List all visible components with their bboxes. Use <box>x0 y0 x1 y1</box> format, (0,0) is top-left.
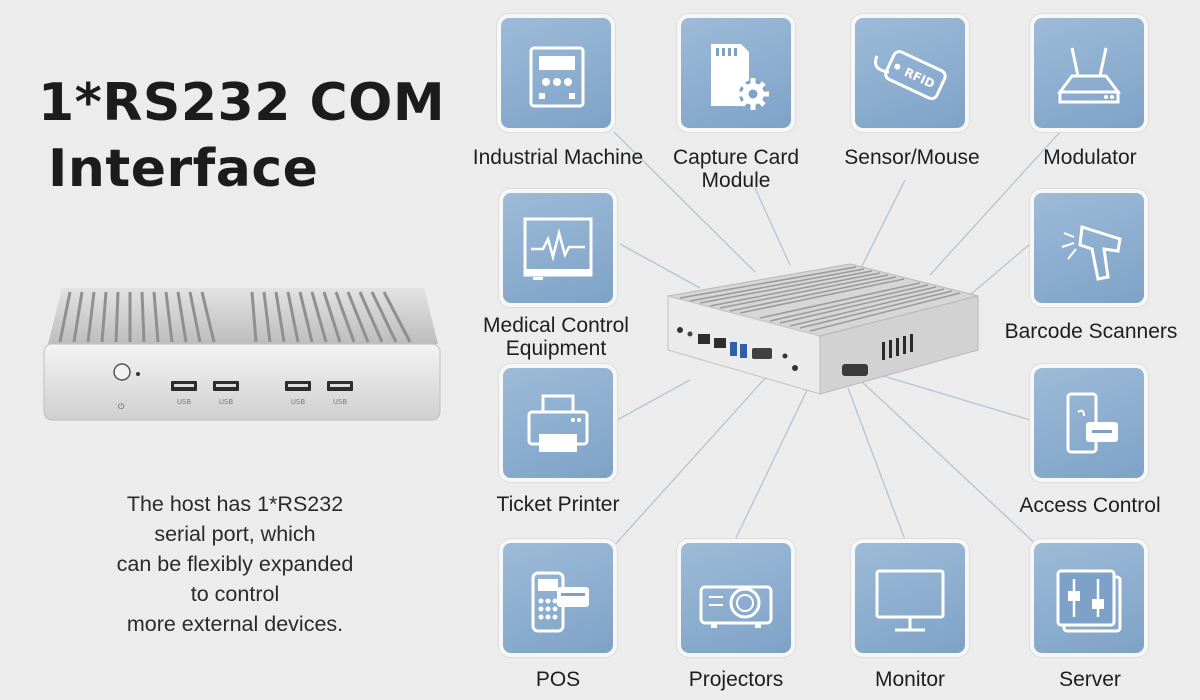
description: The host has 1*RS232 serial port, which … <box>60 489 410 639</box>
svg-text:⏻: ⏻ <box>118 402 125 411</box>
medical-control-tile <box>499 189 617 307</box>
page-title: 1*RS232 COM Interface <box>38 70 445 202</box>
description-line: to control <box>190 581 280 606</box>
access-control-label: Access Control <box>1019 494 1161 517</box>
sensor-mouse-label: Sensor/Mouse <box>844 146 980 169</box>
projector-icon <box>699 585 773 628</box>
title-line-1: 1*RS232 COM <box>38 73 446 133</box>
barcode-scanner-label: Barcode Scanners <box>1004 320 1178 343</box>
description-line: The host has 1*RS232 <box>126 491 344 516</box>
ticket-printer-label: Ticket Printer <box>496 493 620 516</box>
projectors-label: Projectors <box>688 668 784 691</box>
rfid-tag-icon: RFID <box>874 50 947 101</box>
description-line: more external devices. <box>126 611 344 636</box>
barcode-scanner-icon <box>1061 225 1122 281</box>
pos-label: POS <box>535 668 581 691</box>
usb-port-label: USB <box>177 398 192 406</box>
modulator-tile <box>1030 14 1148 132</box>
description-line: serial port, which <box>154 521 316 546</box>
capture-card-icon <box>711 44 769 110</box>
printer-icon <box>527 394 589 452</box>
medical-monitor-icon <box>523 217 593 280</box>
mini-pc-front-image: ⏻ USB USB USB USB <box>43 288 441 421</box>
description-line: can be flexibly expanded <box>116 551 354 576</box>
industrial-machine-icon <box>529 46 585 108</box>
industrial-machine-label: Industrial Machine <box>472 146 644 169</box>
router-icon <box>1057 47 1121 104</box>
monitor-tile <box>851 539 969 657</box>
usb-port-label: USB <box>219 398 234 406</box>
server-tile <box>1030 539 1148 657</box>
monitor-icon <box>875 569 945 632</box>
ticket-printer-tile <box>499 364 617 482</box>
modulator-label: Modulator <box>1043 146 1137 169</box>
monitor-label: Monitor <box>874 668 946 691</box>
usb-port-label: USB <box>333 398 348 406</box>
usb-port-label: USB <box>291 398 306 406</box>
title-line-2: Interface <box>48 139 319 199</box>
capture-card-tile <box>677 14 795 132</box>
mini-pc-center-image <box>667 263 979 395</box>
industrial-machine-tile <box>497 14 615 132</box>
pos-tile <box>499 539 617 657</box>
sensor-mouse-tile: RFID <box>851 14 969 132</box>
pos-terminal-icon <box>531 571 589 633</box>
server-label: Server <box>1059 668 1121 691</box>
server-icon <box>1056 569 1122 633</box>
projectors-tile <box>677 539 795 657</box>
barcode-scanner-tile <box>1030 189 1148 307</box>
access-card-icon <box>1066 392 1118 454</box>
access-control-tile <box>1030 364 1148 482</box>
